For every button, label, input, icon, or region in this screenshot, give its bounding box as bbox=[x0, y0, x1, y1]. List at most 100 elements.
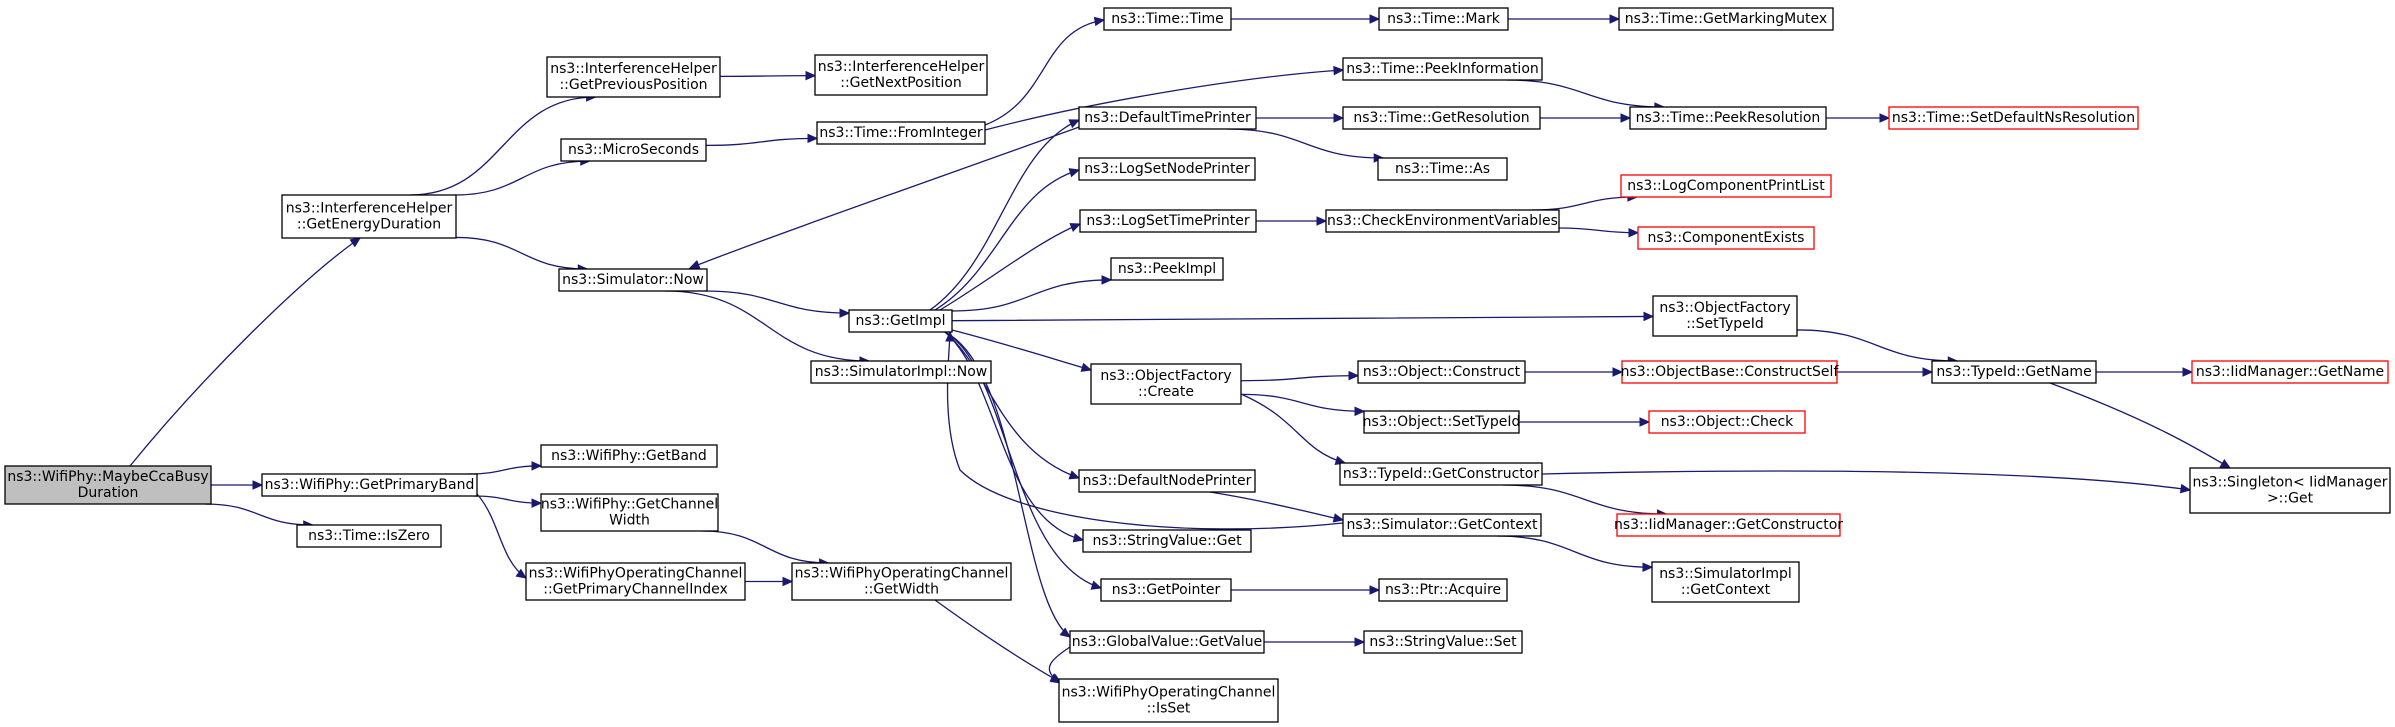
node-simulator_getcontext[interactable]: ns3::Simulator::GetContext bbox=[1342, 513, 1542, 537]
arrowhead-simulator_getcontext-to-getimpl bbox=[945, 330, 955, 342]
node-microseconds[interactable]: ns3::MicroSeconds bbox=[560, 138, 707, 162]
node-iidmanager_getconstructor[interactable]: ns3::IidManager::GetConstructor bbox=[1614, 513, 1843, 537]
edge-getimpl-to-objectfactory_create bbox=[951, 329, 1092, 371]
node-label: ns3::IidManager::GetConstructor bbox=[1614, 517, 1843, 533]
arrowhead-object_construct-to-objectbase_constructself bbox=[1612, 367, 1624, 377]
node-time_setdefaultnsresolution[interactable]: ns3::Time::SetDefaultNsResolution bbox=[1888, 106, 2139, 130]
node-iidmanager_getname[interactable]: ns3::IidManager::GetName bbox=[2191, 360, 2389, 384]
node-time_peekinformation[interactable]: ns3::Time::PeekInformation bbox=[1342, 57, 1543, 81]
node-peekimpl[interactable]: ns3::PeekImpl bbox=[1110, 257, 1224, 281]
node-objectbase_constructself[interactable]: ns3::ObjectBase::ConstructSelf bbox=[1621, 360, 1840, 384]
node-box bbox=[791, 562, 1012, 601]
node-label: ns3::GetPointer bbox=[1112, 582, 1221, 598]
node-stringvalue_set[interactable]: ns3::StringValue::Set bbox=[1363, 630, 1523, 654]
arrowhead-time_frominteger-to-time_time bbox=[1093, 16, 1106, 27]
node-label: ns3::Time::SetDefaultNsResolution bbox=[1892, 110, 2135, 126]
arrowhead-getimpl-to-peekimpl bbox=[1101, 275, 1113, 285]
node-time_mark[interactable]: ns3::Time::Mark bbox=[1378, 7, 1509, 31]
node-defaulttimeprinter[interactable]: ns3::DefaultTimePrinter bbox=[1078, 106, 1257, 130]
node-box bbox=[1069, 630, 1265, 654]
node-time_iszero[interactable]: ns3::Time::IsZero bbox=[296, 524, 442, 548]
node-ptr_acquire[interactable]: ns3::Ptr::Acquire bbox=[1378, 578, 1508, 602]
node-label: ns3::WifiPhy::GetChannel bbox=[541, 497, 718, 513]
arrowhead-object_settypeid-to-object_check bbox=[1639, 417, 1651, 427]
node-time_peekresolution[interactable]: ns3::Time::PeekResolution bbox=[1629, 106, 1827, 130]
node-label: ns3::Ptr::Acquire bbox=[1385, 582, 1501, 598]
node-time_getresolution[interactable]: ns3::Time::GetResolution bbox=[1342, 106, 1541, 130]
node-box bbox=[1339, 462, 1543, 486]
edge-microseconds-to-time_frominteger bbox=[705, 137, 818, 147]
node-objectfactory_create[interactable]: ns3::ObjectFactory::Create bbox=[1090, 363, 1242, 405]
arrowhead-getpointer-to-ptr_acquire bbox=[1369, 585, 1381, 595]
node-getprimarychannelindex[interactable]: ns3::WifiPhyOperatingChannel::GetPrimary… bbox=[525, 562, 746, 601]
node-label: Width bbox=[609, 513, 650, 529]
arrowhead-typeid_getname-to-iidmanager_getname bbox=[2182, 367, 2194, 377]
node-componentexists[interactable]: ns3::ComponentExists bbox=[1637, 226, 1815, 250]
node-label: ns3::StringValue::Set bbox=[1369, 634, 1517, 650]
node-time_as[interactable]: ns3::Time::As bbox=[1377, 157, 1508, 181]
node-label: ns3::TypeId::GetName bbox=[1936, 364, 2091, 380]
node-label: ::GetContext bbox=[1681, 582, 1771, 598]
node-object_construct[interactable]: ns3::Object::Construct bbox=[1357, 360, 1526, 384]
arrowhead-defaultnodeprinter-to-simulator_getcontext bbox=[1332, 513, 1345, 523]
arrowhead-checkenvvars-to-componentexists bbox=[1628, 227, 1640, 238]
node-box bbox=[1621, 360, 1838, 384]
node-defaultnodeprinter[interactable]: ns3::DefaultNodePrinter bbox=[1078, 469, 1256, 493]
node-logsettimeprinter[interactable]: ns3::LogSetTimePrinter bbox=[1079, 209, 1257, 233]
node-object_settypeid[interactable]: ns3::Object::SetTypeId bbox=[1363, 410, 1521, 434]
node-wifiphy_getband[interactable]: ns3::WifiPhy::GetBand bbox=[540, 444, 718, 468]
node-time_time[interactable]: ns3::Time::Time bbox=[1103, 7, 1232, 31]
node-logcomponentprintlist[interactable]: ns3::LogComponentPrintList bbox=[1620, 174, 1832, 198]
edge-getprimaryband-to-getprimarychannelindex bbox=[476, 493, 527, 579]
node-getnextposition[interactable]: ns3::InterferenceHelper::GetNextPosition bbox=[814, 54, 988, 96]
node-getpointer[interactable]: ns3::GetPointer bbox=[1100, 578, 1232, 602]
node-simulatorimpl_getcontext[interactable]: ns3::SimulatorImpl::GetContext bbox=[1651, 561, 1800, 603]
node-logsetnodeprinter[interactable]: ns3::LogSetNodePrinter bbox=[1078, 157, 1256, 181]
node-box bbox=[261, 473, 478, 497]
node-label: ::GetPreviousPosition bbox=[559, 77, 707, 93]
node-box bbox=[1078, 106, 1257, 130]
arrowhead-time_time-to-time_mark bbox=[1369, 14, 1381, 24]
edge-time_peekinformation-to-time_peekresolution bbox=[1506, 79, 1664, 108]
node-object_check[interactable]: ns3::Object::Check bbox=[1648, 410, 1806, 434]
node-label: ns3::IidManager::GetName bbox=[2196, 364, 2384, 380]
node-getenergyduration[interactable]: ns3::InterferenceHelper::GetEnergyDurati… bbox=[281, 194, 457, 239]
node-getprimaryband[interactable]: ns3::WifiPhy::GetPrimaryBand bbox=[261, 473, 478, 497]
node-objectfactory_settypeid[interactable]: ns3::ObjectFactory::SetTypeId bbox=[1652, 295, 1798, 337]
arrowhead-logsettimeprinter-to-checkenvvars bbox=[1316, 216, 1328, 226]
node-box bbox=[1637, 226, 1815, 250]
node-box bbox=[4, 465, 212, 505]
node-box bbox=[1618, 7, 1834, 31]
node-box bbox=[810, 360, 992, 384]
node-box bbox=[525, 562, 746, 601]
node-typeid_getconstructor[interactable]: ns3::TypeId::GetConstructor bbox=[1339, 462, 1543, 486]
node-getpreviousposition[interactable]: ns3::InterferenceHelper::GetPreviousPosi… bbox=[546, 56, 721, 98]
node-checkenvvars[interactable]: ns3::CheckEnvironmentVariables bbox=[1325, 209, 1560, 233]
node-stringvalue_get[interactable]: ns3::StringValue::Get bbox=[1082, 529, 1252, 553]
node-box bbox=[814, 54, 988, 96]
node-box bbox=[1620, 174, 1832, 198]
node-getimpl[interactable]: ns3::GetImpl bbox=[848, 309, 953, 333]
node-box bbox=[558, 268, 708, 292]
node-opchannel_getwidth[interactable]: ns3::WifiPhyOperatingChannel::GetWidth bbox=[791, 562, 1012, 601]
node-box bbox=[1616, 513, 1841, 537]
node-globalvalue_getvalue[interactable]: ns3::GlobalValue::GetValue bbox=[1069, 630, 1265, 654]
node-opchannel_isset[interactable]: ns3::WifiPhyOperatingChannel::IsSet bbox=[1058, 678, 1279, 723]
edge-getimpl-to-defaultnodeprinter bbox=[944, 331, 1080, 479]
node-box bbox=[1078, 157, 1256, 181]
node-typeid_getname[interactable]: ns3::TypeId::GetName bbox=[1931, 360, 2097, 384]
node-singleton_get[interactable]: ns3::Singleton< IidManager >::Get bbox=[2189, 467, 2391, 514]
node-box bbox=[1357, 360, 1526, 384]
edge-typeid_getconstructor-to-iidmanager_getconstructor bbox=[1503, 484, 1667, 515]
node-label: ::GetEnergyDuration bbox=[297, 217, 441, 233]
node-label: ::SetTypeId bbox=[1686, 316, 1764, 332]
node-simulator_now[interactable]: ns3::Simulator::Now bbox=[558, 268, 708, 292]
edge-typeid_getconstructor-to-singleton_get bbox=[1541, 470, 2191, 491]
node-time_getmarkingmutex[interactable]: ns3::Time::GetMarkingMutex bbox=[1618, 7, 1834, 31]
node-time_frominteger[interactable]: ns3::Time::FromInteger bbox=[816, 121, 986, 145]
node-simulatorimpl_now[interactable]: ns3::SimulatorImpl::Now bbox=[810, 360, 992, 384]
node-box bbox=[1363, 410, 1520, 434]
node-label: ns3::Time::Mark bbox=[1387, 11, 1501, 27]
